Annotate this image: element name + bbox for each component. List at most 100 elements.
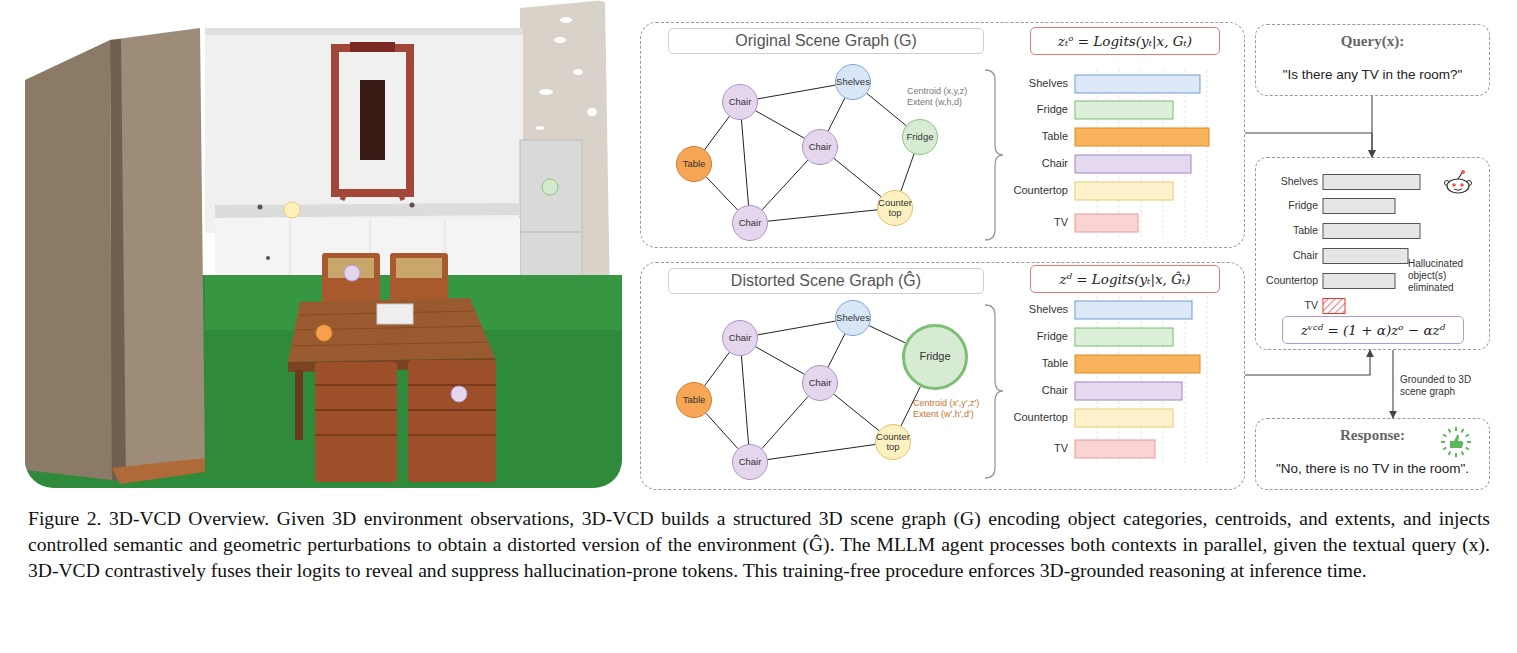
robot-icon bbox=[1445, 170, 1472, 193]
geometry-note: Extent (w',h',d') bbox=[913, 409, 974, 419]
logit-bars bbox=[1075, 128, 1209, 146]
node-label: Chair bbox=[803, 378, 837, 388]
bar-label: Chair bbox=[948, 384, 1068, 396]
response-text: "No, there is no TV in the room". bbox=[1256, 461, 1489, 476]
room-illustration bbox=[112, 458, 205, 484]
node-label: Fridge bbox=[903, 132, 937, 142]
graph-edge bbox=[768, 210, 877, 221]
logit-bars bbox=[1075, 75, 1209, 232]
logit-bars bbox=[1207, 70, 1208, 237]
node-label: Table bbox=[677, 159, 711, 169]
logit-formula: zₜᵒ = Logits(yₜ|x, Gₜ) bbox=[1030, 27, 1220, 55]
room-illustration bbox=[284, 202, 300, 218]
query-text: "Is there any TV in the room?" bbox=[1256, 67, 1489, 82]
formula-text: zᵈ = Logits(yₜ|x, Ĝₜ) bbox=[1059, 271, 1190, 287]
graph-edge bbox=[901, 154, 914, 191]
room-illustration bbox=[215, 203, 520, 218]
room-illustration bbox=[554, 37, 566, 43]
logit-bars bbox=[1075, 409, 1173, 427]
robot-icon bbox=[1461, 170, 1465, 174]
bar-label: Countertop bbox=[948, 411, 1068, 423]
room-illustration bbox=[536, 126, 544, 130]
room-illustration bbox=[316, 325, 332, 341]
box-heading: Response: bbox=[1256, 427, 1489, 444]
logit-bars bbox=[1097, 70, 1207, 237]
logit-bars bbox=[1185, 296, 1186, 463]
logit-bars bbox=[1075, 155, 1191, 173]
bar-label: TV bbox=[948, 442, 1068, 454]
object-node: Shelves bbox=[835, 300, 871, 336]
object-node: Chair bbox=[732, 444, 768, 480]
bar-label: TV bbox=[1198, 299, 1318, 311]
geometry-note: Centroid (x',y',z') bbox=[913, 398, 979, 408]
room-illustration bbox=[258, 205, 263, 210]
object-node: Shelves bbox=[835, 64, 871, 100]
room-illustration bbox=[360, 80, 385, 160]
logit-bars bbox=[1075, 301, 1200, 458]
room-illustration bbox=[451, 386, 467, 402]
logit-bars bbox=[1075, 101, 1173, 119]
node-label: Chair bbox=[723, 333, 757, 343]
object-node: Fridge bbox=[902, 324, 968, 390]
logit-bars bbox=[1163, 70, 1164, 237]
logit-bars bbox=[1163, 296, 1164, 463]
robot-icon bbox=[1460, 183, 1464, 187]
logit-bars bbox=[1097, 70, 1098, 237]
thumbs-up-icon bbox=[1443, 435, 1446, 437]
bar-label: Chair bbox=[1198, 249, 1318, 261]
room-illustration bbox=[560, 17, 572, 23]
thumbs-up-icon bbox=[1455, 453, 1457, 457]
flow-arrow bbox=[1371, 96, 1372, 157]
room-illustration bbox=[342, 193, 345, 200]
bar-label: Shelves bbox=[948, 77, 1068, 89]
graph-panel: Distorted Scene Graph (Ĝ)zᵈ = Logits(yₜ|… bbox=[640, 262, 1245, 490]
graph-edge bbox=[828, 98, 845, 131]
node-label: Chair bbox=[733, 457, 767, 467]
logit-bars bbox=[1323, 175, 1420, 190]
node-label: Counter top bbox=[876, 432, 910, 452]
thumbs-up-icon bbox=[1450, 435, 1463, 448]
graph-edge bbox=[869, 326, 905, 343]
room-illustration bbox=[573, 69, 583, 75]
room-illustration bbox=[542, 179, 558, 195]
node-label: Fridge bbox=[918, 351, 952, 363]
bar-label: Fridge bbox=[948, 330, 1068, 342]
edge-label: Grounded to 3D scene graph bbox=[1400, 374, 1484, 398]
graph-edge bbox=[756, 111, 805, 138]
flow-arrow bbox=[1392, 350, 1393, 418]
room-illustration bbox=[292, 342, 489, 346]
room-illustration bbox=[25, 0, 622, 488]
robot-icon bbox=[1454, 189, 1462, 190]
logit-bars bbox=[1075, 440, 1155, 458]
node-label: Table bbox=[677, 395, 711, 405]
room-illustration bbox=[215, 218, 520, 278]
room-illustration bbox=[315, 362, 397, 482]
bar-label: Shelves bbox=[948, 303, 1068, 315]
group-brace bbox=[985, 305, 1003, 478]
thumbs-up-icon bbox=[1462, 429, 1464, 432]
room-illustration bbox=[315, 434, 397, 436]
logit-bars bbox=[1075, 182, 1173, 200]
geometry-note: Extent (w,h,d) bbox=[907, 97, 962, 107]
room-illustration bbox=[377, 304, 413, 324]
object-node: Fridge bbox=[902, 119, 938, 155]
robot-icon bbox=[1447, 179, 1469, 193]
object-node: Counter top bbox=[875, 424, 911, 460]
room-illustration bbox=[408, 434, 496, 436]
room-illustration bbox=[408, 384, 496, 386]
graph-edge bbox=[741, 120, 748, 205]
room-illustration bbox=[205, 28, 523, 35]
room-illustration bbox=[315, 409, 397, 411]
room-illustration bbox=[110, 39, 126, 482]
logit-bars bbox=[1323, 299, 1345, 314]
bar-label: Shelves bbox=[1198, 175, 1318, 187]
thumbs-up-icon bbox=[1455, 427, 1457, 431]
bar-label: Table bbox=[948, 130, 1068, 142]
thumbs-up-icon bbox=[1467, 441, 1471, 443]
logit-bars bbox=[1097, 296, 1207, 463]
object-node: Chair bbox=[802, 365, 838, 401]
logit-bars bbox=[1119, 70, 1120, 237]
bar-label: TV bbox=[948, 216, 1068, 228]
graph-edge bbox=[758, 321, 836, 335]
room-illustration bbox=[539, 89, 553, 95]
